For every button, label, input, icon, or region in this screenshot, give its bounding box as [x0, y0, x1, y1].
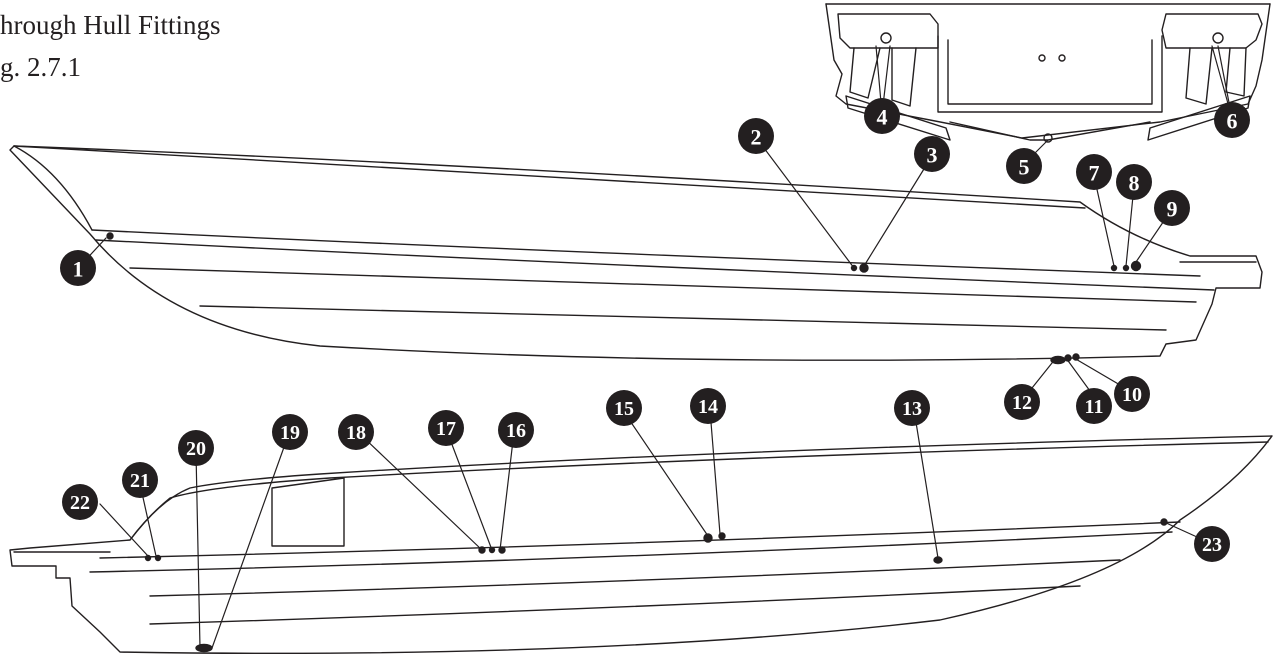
- stern-stbd-fitting: [1212, 32, 1224, 44]
- stern-view: [825, 3, 1271, 143]
- callout-number: 2: [751, 125, 762, 150]
- lower-hull-window: [271, 477, 345, 547]
- callout-number: 11: [1085, 396, 1104, 418]
- stern-port-fitting: [880, 32, 892, 44]
- callout-badges: 1 2 3 4 5 6 7 8 9 10 11 12 13 14 15 16 1…: [60, 98, 1250, 562]
- fitting-markers: [106, 232, 1168, 653]
- callout-7: 7: [1076, 154, 1112, 190]
- callout-11: 11: [1076, 388, 1112, 424]
- callout-number: 17: [436, 418, 456, 440]
- upper-hull-deckline: [13, 145, 1086, 209]
- callout-number: 4: [877, 105, 888, 130]
- callout-number: 18: [346, 422, 366, 444]
- callout-number: 20: [186, 438, 206, 460]
- lower-hull-deckline: [129, 441, 1269, 541]
- callout-13: 13: [894, 390, 930, 426]
- callout-number: 19: [280, 422, 300, 444]
- upper-hull-rubrail-2: [95, 239, 1215, 291]
- callout-3: 3: [914, 136, 950, 172]
- stern-drain-left: [1038, 54, 1046, 62]
- callout-14: 14: [690, 388, 726, 424]
- callout-19: 19: [272, 414, 308, 450]
- callout-number: 9: [1167, 197, 1178, 222]
- callout-number: 13: [902, 398, 922, 420]
- callout-16: 16: [498, 412, 534, 448]
- starboard-profile: [9, 145, 1263, 361]
- callout-10: 10: [1114, 376, 1150, 412]
- callout-20: 20: [178, 430, 214, 466]
- port-profile: [9, 435, 1273, 655]
- stern-well: [937, 35, 1163, 113]
- callout-number: 23: [1202, 534, 1222, 556]
- callout-6: 6: [1214, 102, 1250, 138]
- upper-hull-bow-rake: [13, 145, 93, 231]
- callout-8: 8: [1116, 164, 1152, 200]
- callout-number: 10: [1122, 384, 1142, 406]
- figure-number: g. 2.7.1: [0, 52, 81, 82]
- callout-22: 22: [62, 484, 98, 520]
- lower-hull-rubrail-2: [89, 531, 1173, 573]
- callout-18: 18: [338, 414, 374, 450]
- callout-number: 22: [70, 492, 90, 514]
- stern-port-bracket-2: [891, 47, 917, 107]
- stern-stbd-engine-pad: [1161, 13, 1263, 49]
- callout-23: 23: [1194, 526, 1230, 562]
- stern-stbd-strake: [1147, 95, 1251, 141]
- stern-port-bracket: [849, 47, 881, 99]
- callout-number: 21: [130, 470, 150, 492]
- upper-hull-strake-2: [199, 305, 1167, 331]
- stern-outline: [825, 3, 1271, 139]
- callout-number: 6: [1227, 109, 1238, 134]
- stern-keel: [949, 121, 1151, 141]
- upper-hull-sheer: [9, 145, 1263, 361]
- callout-21: 21: [122, 462, 158, 498]
- lower-hull-strake-2: [149, 585, 1081, 625]
- upper-hull-rubrail: [91, 229, 1201, 277]
- callout-number: 12: [1012, 392, 1032, 414]
- stern-stbd-bracket-2: [1225, 47, 1247, 97]
- stern-drain-right: [1058, 54, 1066, 62]
- callout-number: 3: [927, 143, 938, 168]
- callout-2: 2: [738, 118, 774, 154]
- stern-keel-fitting: [1043, 133, 1053, 143]
- stern-stbd-bracket: [1185, 47, 1213, 105]
- lower-hull-rubrail: [99, 521, 1181, 559]
- callout-4: 4: [864, 98, 900, 134]
- callout-number: 16: [506, 420, 526, 442]
- callout-number: 8: [1129, 171, 1140, 196]
- callout-number: 14: [698, 396, 718, 418]
- lower-hull-strake-1: [149, 559, 1121, 597]
- callout-15: 15: [606, 390, 642, 426]
- callout-number: 15: [614, 398, 634, 420]
- callout-number: 7: [1089, 161, 1100, 186]
- callout-1: 1: [60, 250, 96, 286]
- callout-number: 1: [73, 257, 84, 282]
- stern-port-strake: [845, 95, 951, 141]
- callout-5: 5: [1006, 148, 1042, 184]
- leader-lines: [79, 45, 1233, 649]
- callout-number: 5: [1019, 155, 1030, 180]
- callout-17: 17: [428, 410, 464, 446]
- upper-hull-strake-1: [129, 267, 1197, 303]
- callout-12: 12: [1004, 384, 1040, 420]
- callout-9: 9: [1154, 190, 1190, 226]
- stern-well-inner: [947, 39, 1153, 105]
- figure-title: hrough Hull Fittings: [0, 10, 221, 40]
- lower-hull-sheer: [9, 435, 1273, 655]
